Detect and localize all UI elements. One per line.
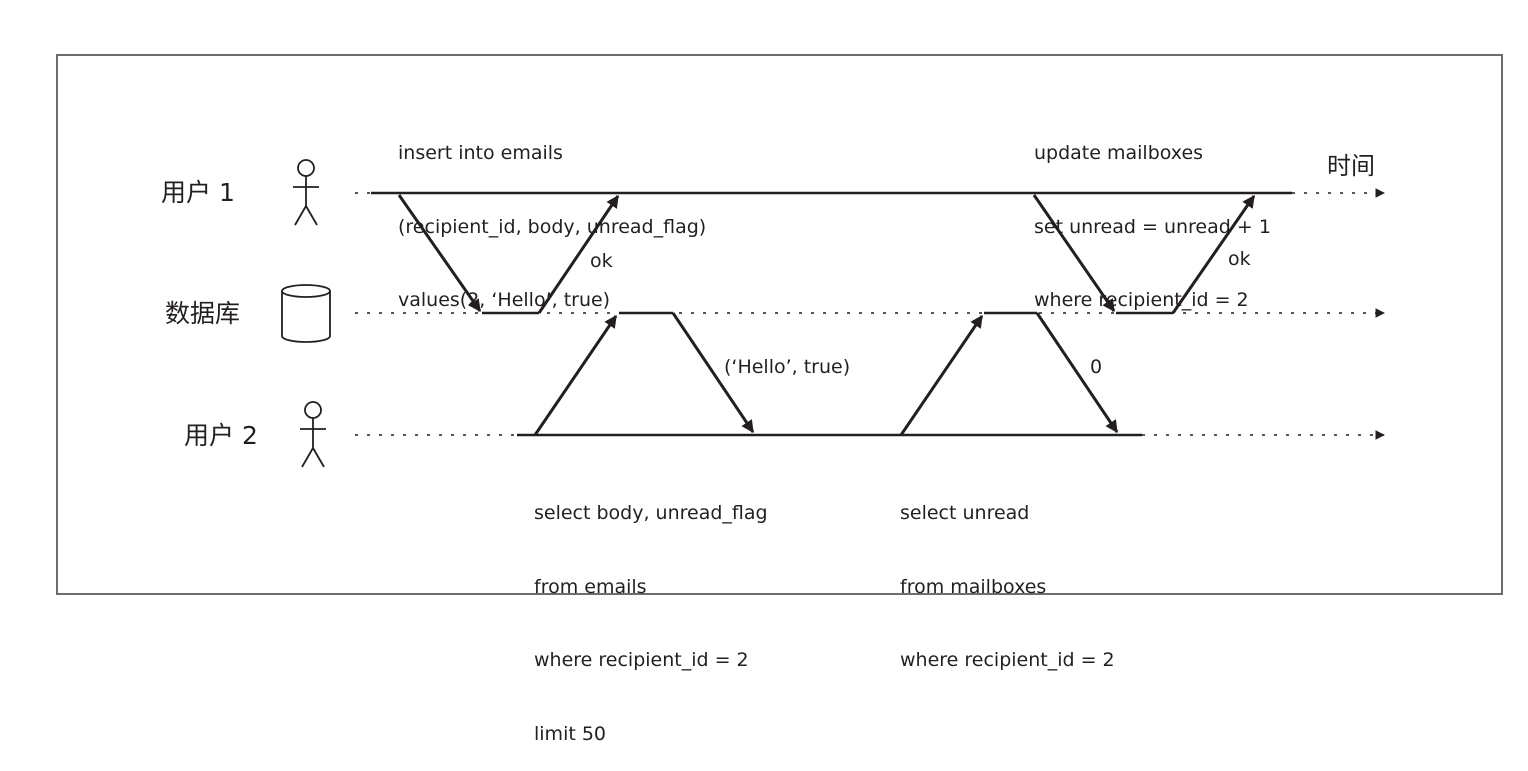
- query-line: from emails: [534, 575, 647, 598]
- select-body-response-arrow: [671, 312, 755, 434]
- update-ok-arrow: [1171, 194, 1256, 314]
- query-line: values(2, ‘Hello’, true): [398, 289, 611, 311]
- select-body-query: select body, unread_flag from emails whe…: [534, 452, 768, 771]
- select-unread-result-label: 0: [1090, 356, 1103, 378]
- query-line: set unread = unread + 1: [1034, 215, 1271, 238]
- user1-icon: [293, 159, 319, 226]
- insert-request-arrow: [397, 194, 482, 313]
- update-query: update mailboxes set unread = unread + 1…: [1034, 92, 1271, 337]
- database-label: 数据库: [165, 299, 241, 328]
- query-line: select body, unread_flag: [534, 502, 768, 524]
- select-body-request-arrow: [533, 314, 618, 436]
- query-line: (recipient_id, body, unread_flag): [398, 215, 707, 238]
- time-axis-label: 时间: [1327, 152, 1375, 180]
- query-line: update mailboxes: [1034, 142, 1204, 164]
- query-line: from mailboxes: [900, 575, 1047, 598]
- select-unread-request-arrow: [899, 314, 984, 436]
- query-line: limit 50: [534, 722, 607, 745]
- user1-label: 用户 1: [161, 178, 235, 207]
- user2-icon: [300, 401, 326, 468]
- select-unread-query: select unread from mailboxes where recip…: [900, 452, 1115, 697]
- update-request-arrow: [1032, 194, 1116, 313]
- user2-label: 用户 2: [184, 421, 258, 450]
- query-line: select unread: [900, 502, 1030, 524]
- update-ok-label: ok: [1228, 248, 1251, 270]
- diagram-frame: [56, 54, 1503, 595]
- select-body-result-label: (‘Hello’, true): [724, 356, 851, 378]
- query-line: where recipient_id = 2: [534, 649, 749, 671]
- insert-query: insert into emails (recipient_id, body, …: [398, 92, 706, 337]
- query-line: insert into emails: [398, 142, 563, 164]
- select-unread-response-arrow: [1035, 312, 1119, 434]
- database-icon: [281, 284, 331, 343]
- insert-ok-arrow: [537, 194, 620, 314]
- query-line: where recipient_id = 2: [1034, 289, 1249, 311]
- timeline-diagram: [281, 159, 1385, 468]
- insert-ok-label: ok: [590, 250, 613, 272]
- query-line: where recipient_id = 2: [900, 649, 1115, 671]
